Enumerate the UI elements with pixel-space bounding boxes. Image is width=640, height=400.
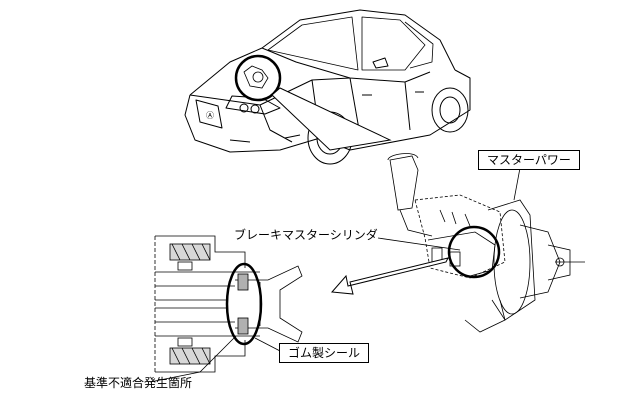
cross-section xyxy=(154,235,303,373)
seal-highlight xyxy=(225,262,263,346)
brake-master-cylinder-label: ブレーキマスターシリンダ xyxy=(234,228,378,242)
svg-text:Ⓐ: Ⓐ xyxy=(206,111,214,120)
zoom-arrow xyxy=(330,257,449,295)
hood-highlight xyxy=(234,54,282,102)
master-power-label: マスターパワー xyxy=(478,150,580,170)
leader-lines xyxy=(377,167,521,251)
rubber-seal-label: ゴム製シール xyxy=(279,343,370,363)
zoom-wedge xyxy=(271,87,392,151)
brake-assembly xyxy=(387,153,585,333)
section-leaders xyxy=(149,335,283,383)
defect-location-label: 基準不適合発生箇所 xyxy=(84,376,193,390)
cylinder-highlight xyxy=(447,225,501,279)
